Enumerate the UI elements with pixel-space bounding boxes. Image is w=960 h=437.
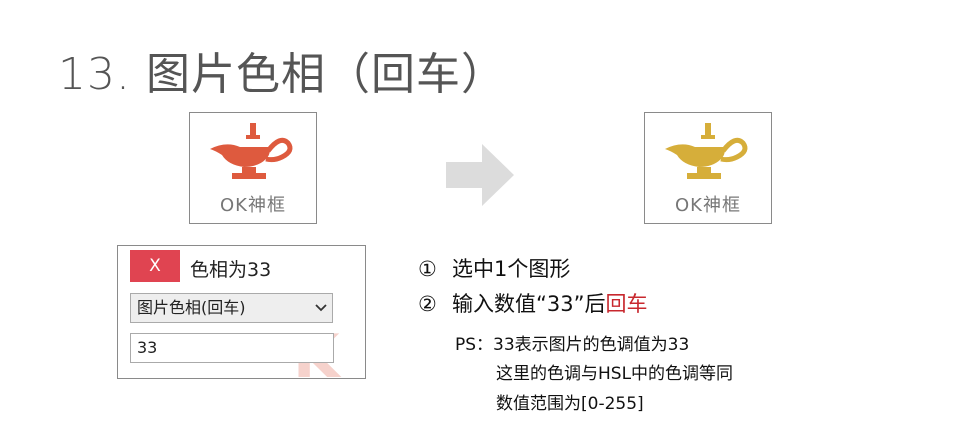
arrow-right-icon bbox=[446, 144, 514, 206]
close-button[interactable]: X bbox=[130, 250, 180, 282]
select-value: 图片色相(回车) bbox=[137, 298, 246, 317]
logo-text: OK神框 bbox=[220, 195, 286, 216]
note-line: 数值范围为[0-255] bbox=[496, 394, 644, 414]
chevron-down-icon bbox=[315, 304, 327, 312]
value-input[interactable]: 33 bbox=[130, 333, 334, 363]
hue-dialog: K X 色相为33 图片色相(回车) 33 bbox=[117, 245, 366, 379]
lamp-icon bbox=[665, 123, 748, 179]
step-1: ① 选中1个图形 bbox=[418, 253, 570, 283]
dialog-title: 色相为33 bbox=[190, 259, 272, 281]
slide-title: 13. 图片色相（回车） bbox=[58, 49, 506, 100]
result-image: OK神框 bbox=[644, 112, 772, 224]
function-select[interactable]: 图片色相(回车) bbox=[130, 293, 333, 323]
step-number: ① bbox=[418, 257, 437, 281]
step-text: 选中1个图形 bbox=[452, 257, 571, 281]
step-2: ② 输入数值“33”后回车 bbox=[418, 288, 647, 318]
note-line: PS：33表示图片的色调值为33 bbox=[455, 335, 690, 355]
step-text: 输入数值“33”后 bbox=[452, 292, 606, 316]
lamp-icon bbox=[210, 123, 293, 179]
step-highlight: 回车 bbox=[605, 292, 648, 316]
note-line: 这里的色调与HSL中的色调等同 bbox=[496, 364, 734, 384]
step-number: ② bbox=[418, 292, 437, 316]
original-image: OK神框 bbox=[189, 112, 317, 224]
logo-text: OK神框 bbox=[675, 195, 741, 216]
